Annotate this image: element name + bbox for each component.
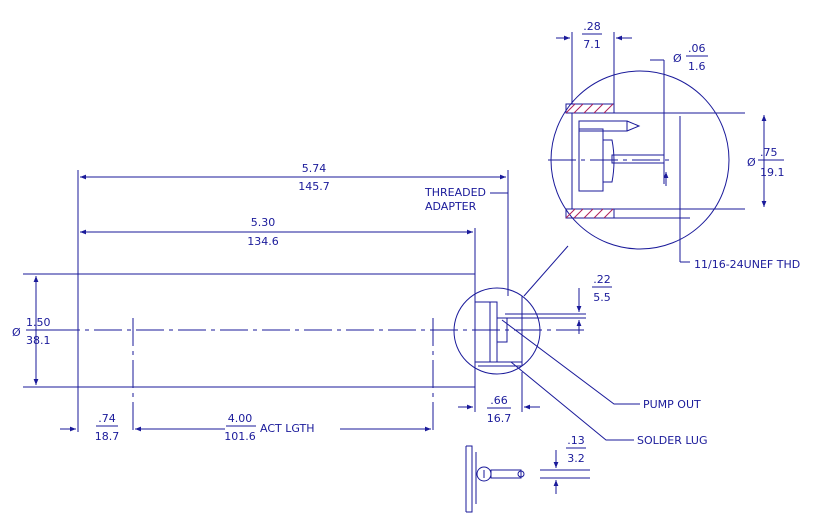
detail-top-mm: 7.1 [583, 38, 601, 51]
leaders [490, 192, 640, 441]
pump-out-leader [501, 319, 640, 405]
dimension-lines [33, 174, 586, 432]
body-length-in: 5.30 [251, 216, 276, 229]
detail-leader [523, 245, 569, 297]
solder-lug-view [465, 445, 590, 513]
pump-out-label: PUMP OUT [643, 398, 701, 411]
threaded-adapter-label-line1: THREADED [424, 186, 486, 199]
pin-diameter-symbol: Ø [673, 52, 682, 65]
head-diameter-symbol: Ø [747, 156, 756, 169]
thread-spec-label: 11/16-24UNEF THD [694, 258, 800, 271]
threaded-adapter-fitting [474, 296, 523, 367]
act-length-mm: 101.6 [224, 430, 256, 443]
act-length-label: ACT LGTH [260, 422, 314, 435]
diameter-symbol: Ø [12, 326, 21, 339]
head-diameter-in: .75 [760, 146, 778, 159]
pump-in: .22 [593, 273, 611, 286]
act-length-in: 4.00 [228, 412, 253, 425]
overall-length-in: 5.74 [302, 162, 327, 175]
end-length-mm: 18.7 [95, 430, 120, 443]
solder-lug-leader [510, 361, 634, 441]
enlarged-detail-view [548, 32, 767, 263]
dimension-texts: 5.74 145.7 5.30 134.6 Ø 1.50 38.1 .74 18… [12, 20, 785, 465]
end-length-in: .74 [98, 412, 116, 425]
lug-in: .13 [567, 434, 585, 447]
body-diameter-mm: 38.1 [26, 334, 51, 347]
head-diameter-mm: 19.1 [760, 166, 785, 179]
adapter-length-in: .66 [490, 394, 508, 407]
overall-length-mm: 145.7 [298, 180, 330, 193]
body-length-mm: 134.6 [247, 235, 279, 248]
detail-top-in: .28 [583, 20, 601, 33]
pin-diameter-in: .06 [688, 42, 706, 55]
pump-mm: 5.5 [593, 291, 611, 304]
threaded-adapter-label-line2: ADAPTER [425, 200, 477, 213]
detail-callout-circle [453, 287, 541, 375]
lug-mm: 3.2 [567, 452, 585, 465]
annotation-labels: THREADED ADAPTER 11/16-24UNEF THD PUMP O… [424, 186, 800, 447]
body-diameter-in: 1.50 [26, 316, 51, 329]
pin-diameter-mm: 1.6 [688, 60, 706, 73]
adapter-length-mm: 16.7 [487, 412, 512, 425]
solder-lug-label: SOLDER LUG [637, 434, 708, 447]
